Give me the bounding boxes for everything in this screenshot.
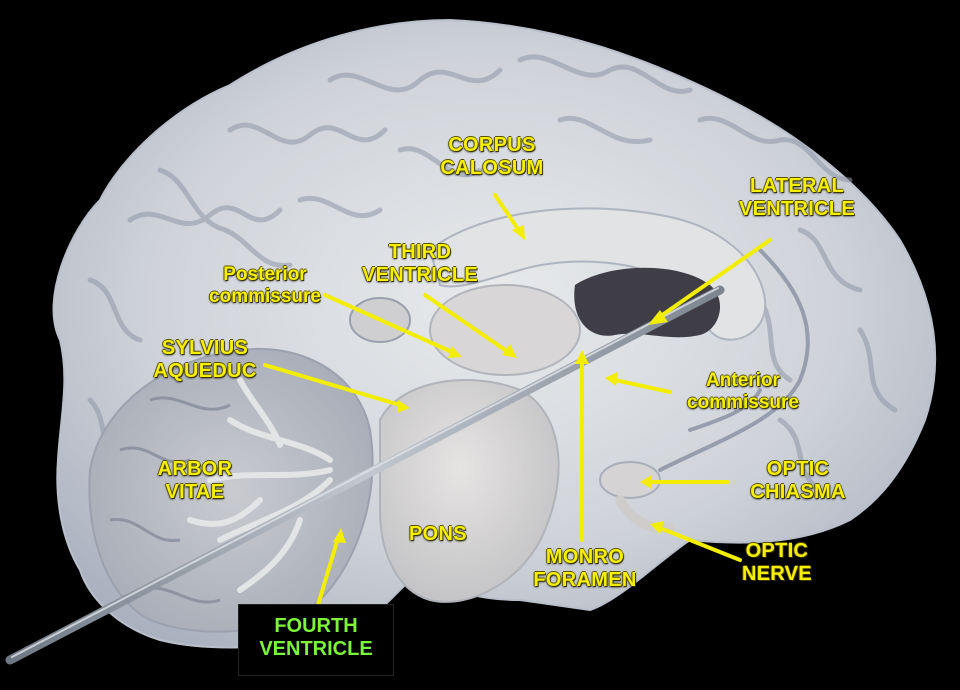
- label-corpus-calosum: CORPUS CALOSUM: [440, 134, 544, 179]
- label-fourth-ventricle: FOURTH VENTRICLE: [259, 615, 373, 660]
- label-posterior-commissure: Posterior commissure: [209, 264, 321, 307]
- label-arbor-vitae: ARBOR VITAE: [157, 458, 233, 503]
- lateral-ventricle-cavity: [574, 267, 721, 338]
- thalamus-shape: [429, 284, 581, 376]
- probe-rod: [5, 285, 725, 665]
- label-monro-foramen: MONRO FORAMEN: [533, 546, 637, 591]
- label-pons: PONS: [409, 523, 467, 545]
- arbor-vitae-branches: [187, 377, 333, 593]
- cerebellum-shape: [88, 347, 374, 633]
- gyri-folds: [87, 54, 898, 493]
- label-optic-nerve: OPTIC NERVE: [741, 540, 813, 585]
- vessels: [658, 248, 810, 472]
- label-sylvius-aqueduc: SYLVIUS AQUEDUC: [153, 337, 257, 382]
- label-anterior-commissure: Anterior commissure: [687, 370, 799, 413]
- corpus-callosum-shape: [428, 207, 767, 341]
- label-lateral-ventricle: LATERAL VENTRICLE: [738, 175, 856, 220]
- label-third-ventricle: THIRD VENTRICLE: [361, 241, 479, 286]
- label-optic-chiasma: OPTIC CHIASMA: [750, 458, 846, 503]
- fourth-ventricle-label-box: FOURTH VENTRICLE: [238, 604, 394, 676]
- pons-shape: [379, 379, 560, 603]
- probe-rod-highlight: [11, 287, 719, 658]
- pointer-arrows: [263, 193, 772, 607]
